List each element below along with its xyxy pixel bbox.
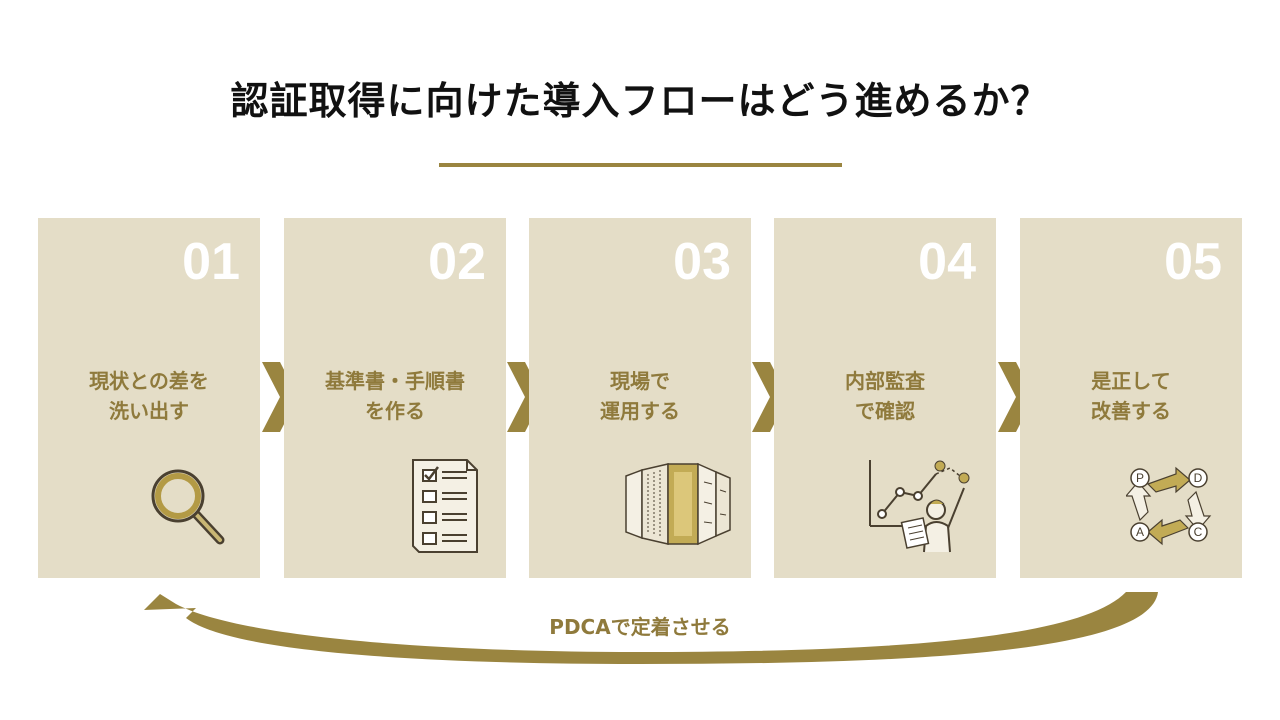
step-label-line2: 洗い出す: [109, 399, 189, 423]
step-label-line1: 現状との差を: [89, 369, 209, 393]
step-number: 02: [428, 233, 486, 291]
step-label: 現状との差を 洗い出す: [38, 366, 260, 426]
magnifier-icon: [151, 469, 225, 545]
audit-chart-icon: [869, 460, 970, 553]
step-label-line1: 内部監査: [845, 369, 925, 393]
step-label-line2: 運用する: [600, 399, 680, 423]
step-label-line1: 現場で: [610, 369, 670, 393]
step-card-3: 03 現場で 運用する: [529, 218, 751, 578]
step-label-line1: 是正して: [1091, 369, 1171, 393]
pdca-p-label: P: [1136, 471, 1144, 485]
pdca-a-label: A: [1136, 525, 1144, 539]
page-title: 認証取得に向けた導入フローはどう進めるか？: [230, 79, 1050, 123]
step-number: 05: [1164, 233, 1222, 291]
pdca-cycle-icon: P D C A: [1126, 466, 1212, 546]
step-card-1: 01 現状との差を 洗い出す: [38, 218, 260, 578]
step-label: 内部監査 で確認: [774, 366, 996, 426]
feedback-loop-arrow: [144, 592, 1158, 664]
step-label: 基準書・手順書 を作る: [284, 366, 506, 426]
step-card-2: 02 基準書・手順書 を作る: [284, 218, 506, 578]
step-number: 03: [673, 233, 731, 291]
pdca-c-label: C: [1194, 525, 1203, 539]
server-rack-icon: [625, 462, 731, 546]
step-label: 是正して 改善する: [1020, 366, 1242, 426]
step-card-5: 05 是正して 改善する P D C A: [1020, 218, 1242, 578]
step-label-line2: を作る: [365, 399, 425, 423]
step-number: 04: [918, 233, 976, 291]
title-underline: [439, 163, 842, 167]
step-label-line2: 改善する: [1091, 399, 1171, 423]
step-number: 01: [182, 233, 240, 291]
step-label-line1: 基準書・手順書: [325, 369, 465, 393]
step-card-4: 04 内部監査 で確認: [774, 218, 996, 578]
step-label: 現場で 運用する: [529, 366, 751, 426]
pdca-d-label: D: [1194, 471, 1203, 485]
loop-label: PDCAで定着させる: [549, 615, 731, 639]
step-label-line2: で確認: [855, 399, 915, 423]
checklist-icon: [412, 459, 478, 553]
